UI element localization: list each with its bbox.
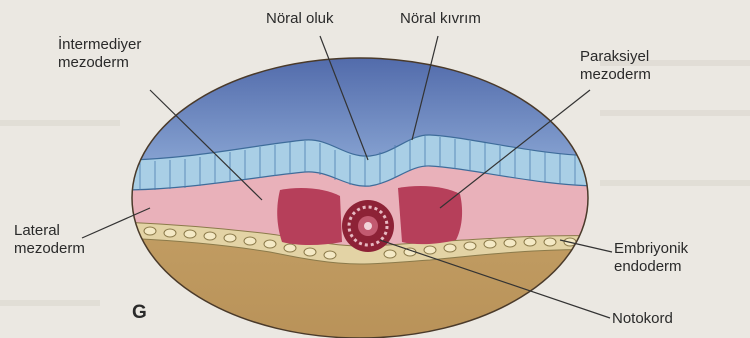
paraxial-mesoderm-right: [398, 186, 462, 244]
label-intermediyer-line1: İntermediyer: [58, 36, 141, 54]
label-notokord: Notokord: [612, 310, 673, 328]
label-embriyonik-endoderm: Embriyonik endoderm: [614, 240, 688, 276]
label-notokord-text: Notokord: [612, 310, 673, 327]
notochord: [342, 200, 394, 252]
label-lateral-line1: Lateral: [14, 222, 85, 240]
label-paraksiyel-line1: Paraksiyel: [580, 48, 651, 66]
label-lateral-mezoderm: Lateral mezoderm: [14, 222, 85, 258]
label-lateral-line2: mezoderm: [14, 240, 85, 258]
label-paraksiyel-line2: mezoderm: [580, 66, 651, 84]
label-noral-kivrim-text: Nöral kıvrım: [400, 10, 481, 27]
label-embriyonik-line1: Embriyonik: [614, 240, 688, 258]
label-noral-kivrim: Nöral kıvrım: [400, 10, 481, 28]
label-intermediyer-mezoderm: İntermediyer mezoderm: [58, 36, 141, 72]
label-noral-oluk: Nöral oluk: [266, 10, 334, 28]
label-embriyonik-line2: endoderm: [614, 258, 688, 276]
label-intermediyer-line2: mezoderm: [58, 54, 141, 72]
panel-letter: G: [132, 302, 147, 324]
label-noral-oluk-text: Nöral oluk: [266, 10, 334, 27]
paraxial-mesoderm-left: [277, 188, 342, 245]
label-paraksiyel-mezoderm: Paraksiyel mezoderm: [580, 48, 651, 84]
